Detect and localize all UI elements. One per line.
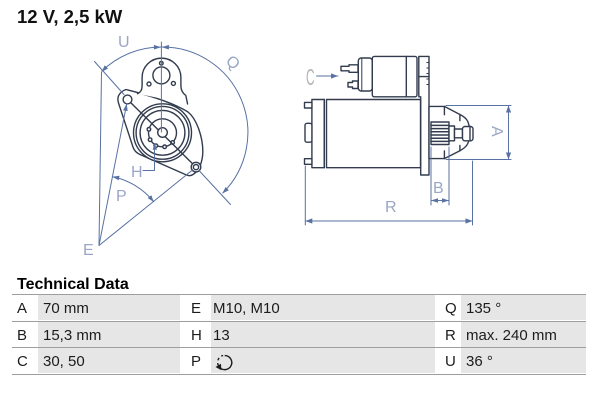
svg-text:H: H — [131, 164, 143, 181]
svg-text:Q: Q — [222, 53, 242, 74]
svg-text:R: R — [385, 199, 397, 216]
svg-text:U: U — [118, 34, 130, 51]
svg-text:P: P — [116, 188, 127, 205]
svg-text:A: A — [488, 126, 505, 137]
svg-text:C: C — [306, 64, 315, 90]
svg-text:B: B — [433, 180, 444, 197]
svg-text:E: E — [83, 242, 94, 259]
